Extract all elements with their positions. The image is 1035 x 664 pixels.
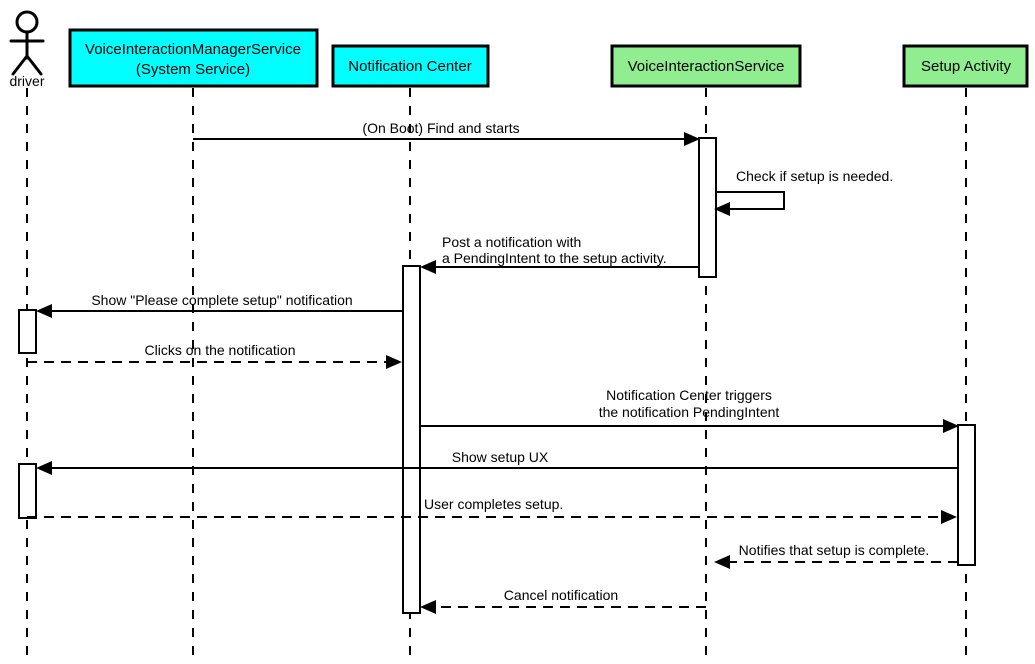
participant-vims[interactable]: VoiceInteractionManagerService (System S… (68, 28, 319, 88)
message-label-m7: Show setup UX (452, 449, 549, 465)
message-label-m10: Cancel notification (504, 587, 618, 603)
actor-head-icon (15, 10, 39, 34)
message-arrowhead-m10 (420, 600, 436, 614)
message-label-m8: User completes setup. (424, 496, 563, 512)
participant-box-vis[interactable] (610, 44, 802, 88)
participant-label-vis: VoiceInteractionService (628, 58, 785, 75)
message-label-m3-line1: Post a notification with (442, 234, 581, 250)
activation-bar-driver-2 (18, 463, 37, 519)
activation-bar-notification-center (402, 265, 421, 614)
participant-label-vims-line2: (System Service) (136, 61, 250, 78)
message-arrowhead-m2 (714, 202, 730, 216)
activation-bar-vis (698, 137, 717, 278)
message-notification-center-triggers-pendingintent[interactable]: Notification Center triggers the notific… (420, 387, 959, 433)
message-arrowhead-m5 (386, 355, 402, 369)
message-label-m1: (On Boot) Find and starts (362, 120, 519, 136)
message-clicks-on-the-notification[interactable]: Clicks on the notification (27, 342, 402, 369)
message-label-m6-line2: the notification PendingIntent (599, 404, 780, 420)
message-arrowhead-m6 (943, 419, 959, 433)
message-post-a-notification[interactable]: Post a notification with a PendingIntent… (420, 234, 699, 274)
message-cancel-notification[interactable]: Cancel notification (420, 587, 706, 614)
message-user-completes-setup[interactable]: User completes setup. (27, 496, 957, 524)
actor-leg-left-icon (11, 54, 29, 76)
participant-setup-activity[interactable]: Setup Activity (902, 44, 1029, 88)
participant-vis[interactable]: VoiceInteractionService (610, 44, 802, 88)
participant-driver[interactable]: driver (9, 10, 45, 89)
participant-label-driver: driver (9, 73, 44, 89)
participant-label-notification-center: Notification Center (348, 58, 471, 75)
message-arrowhead-m7 (36, 461, 52, 475)
message-show-setup-ux[interactable]: Show setup UX (36, 449, 958, 475)
participant-box-vims[interactable] (68, 28, 319, 88)
message-notifies-that-setup-is-complete[interactable]: Notifies that setup is complete. (714, 542, 958, 569)
participant-box-setup-activity[interactable] (902, 44, 1029, 88)
message-arrowhead-m8 (941, 510, 957, 524)
participant-notification-center[interactable]: Notification Center (331, 44, 490, 88)
message-label-m4: Show "Please complete setup" notificatio… (91, 292, 352, 308)
message-arrowhead-m4 (36, 304, 52, 318)
message-label-m6-line1: Notification Center triggers (606, 387, 772, 403)
message-on-boot-find-and-starts[interactable]: (On Boot) Find and starts (193, 120, 700, 146)
activation-bar-setup-activity (957, 424, 976, 566)
activation-bar-driver-1 (18, 309, 37, 354)
message-arrowhead-m1 (684, 132, 700, 146)
participant-box-notification-center[interactable] (331, 44, 490, 88)
message-label-m9: Notifies that setup is complete. (739, 542, 930, 558)
message-show-please-complete-setup-notification[interactable]: Show "Please complete setup" notificatio… (36, 292, 403, 318)
message-label-m5: Clicks on the notification (145, 342, 296, 358)
message-arrowhead-m9 (714, 555, 730, 569)
participant-label-vims-line1: VoiceInteractionManagerService (85, 41, 301, 58)
message-label-m2: Check if setup is needed. (736, 168, 893, 184)
message-check-if-setup-is-needed[interactable]: Check if setup is needed. (714, 168, 893, 216)
message-arrowhead-m3 (420, 260, 436, 274)
participant-label-setup-activity: Setup Activity (921, 58, 1012, 75)
message-line-m2 (716, 191, 785, 210)
actor-leg-right-icon (25, 54, 43, 76)
message-label-m3-line2: a PendingIntent to the setup activity. (442, 250, 667, 266)
